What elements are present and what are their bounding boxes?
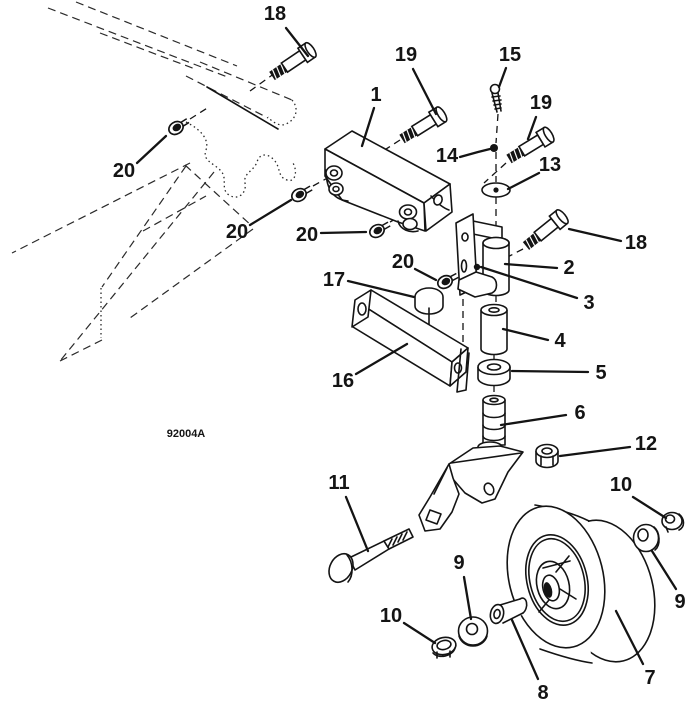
bolt-19-left — [396, 104, 450, 148]
callout-label-10: 10 — [380, 605, 402, 627]
screw-20-c — [366, 217, 393, 241]
callout-label-19: 19 — [395, 44, 417, 66]
callout-label-20: 20 — [113, 160, 135, 182]
callout-label-2: 2 — [563, 257, 574, 279]
washer-9-left — [457, 616, 489, 647]
part-1-bracket — [324, 130, 453, 233]
callout-leader-20 — [319, 230, 368, 235]
callout-leader-10 — [402, 621, 437, 645]
callout-leader-19 — [526, 115, 538, 141]
callout-label-16: 16 — [332, 370, 354, 392]
callout-label-19: 19 — [530, 92, 552, 114]
callout-label-14: 14 — [436, 145, 459, 167]
callout-label-20: 20 — [226, 221, 248, 243]
callout-label-1: 1 — [370, 84, 381, 106]
callout-leader-19 — [411, 67, 438, 116]
nut-12 — [535, 443, 559, 469]
callout-leader-14 — [458, 147, 492, 159]
screw-20-a — [165, 114, 192, 138]
part-8-spacer — [489, 597, 528, 625]
callout-label-7: 7 — [644, 667, 655, 689]
callout-leader-20 — [248, 198, 293, 227]
nut-10-right — [661, 511, 685, 533]
screw-20-d — [434, 269, 462, 292]
callout-label-11: 11 — [328, 472, 349, 494]
washer-13 — [481, 182, 511, 198]
clamp-strap — [457, 263, 498, 298]
ball-14 — [490, 144, 498, 152]
callout-label-5: 5 — [595, 362, 606, 384]
callout-label-15: 15 — [499, 44, 521, 66]
callout-label-9: 9 — [453, 552, 464, 574]
callout-label-12: 12 — [635, 433, 657, 455]
callout-label-20: 20 — [392, 251, 414, 273]
part-7-wheel — [506, 504, 656, 664]
part-5-bushing — [477, 358, 511, 387]
bolt-18-upper — [266, 40, 319, 84]
callout-label-8: 8 — [537, 682, 548, 704]
bolt-11 — [328, 528, 414, 584]
callout-leader-13 — [506, 171, 541, 191]
callout-leader-9 — [650, 549, 678, 591]
callout-leader-5 — [510, 369, 590, 374]
callout-label-9: 9 — [674, 591, 685, 613]
callout-leader-20 — [135, 134, 168, 165]
callout-label-6: 6 — [574, 402, 585, 424]
callout-label-3: 3 — [583, 292, 594, 314]
part-6-stem — [482, 394, 506, 446]
part-4-spacer-tube — [480, 303, 508, 356]
callout-label-13: 13 — [539, 154, 561, 176]
part-16-bar — [351, 289, 470, 393]
callout-label-10: 10 — [610, 474, 632, 496]
callout-leader-8 — [510, 618, 540, 681]
callout-layer: 18 19 15 19 1 14 13 20 20 20 18 23 20 17 16 4 56 12 11 10 9 9… — [113, 3, 686, 704]
callout-leader-18 — [567, 227, 623, 243]
callout-label-20: 20 — [296, 224, 318, 246]
callout-leader-15 — [497, 66, 508, 89]
callout-leader-4 — [501, 327, 550, 342]
screw-15 — [489, 83, 502, 113]
machine-frame-phantom — [11, 1, 297, 362]
callout-leader-9 — [462, 575, 473, 621]
callout-leader-20 — [413, 267, 438, 282]
callout-leader-6 — [499, 413, 568, 427]
callout-leader-11 — [344, 495, 370, 553]
callout-leader-3 — [479, 265, 579, 300]
screw-20-b — [288, 181, 315, 205]
callout-label-18: 18 — [625, 232, 647, 254]
nut-10-left — [431, 636, 457, 659]
callout-label-17: 17 — [323, 269, 345, 291]
callout-leader-10 — [631, 495, 668, 520]
callout-label-18: 18 — [264, 3, 286, 25]
washer-9-right — [632, 523, 660, 553]
callout-leader-12 — [558, 445, 632, 458]
callout-leader-16 — [354, 342, 409, 376]
callout-label-4: 4 — [554, 330, 566, 352]
callout-leader-7 — [614, 609, 645, 666]
callout-leader-17 — [346, 279, 416, 299]
caster-fork — [418, 441, 524, 532]
drawing-number: 92004A — [167, 428, 206, 440]
callout-leader-1 — [360, 106, 376, 148]
callout-leader-18 — [284, 26, 310, 58]
callout-leader-2 — [503, 262, 559, 270]
bolt-18-right — [519, 207, 571, 254]
